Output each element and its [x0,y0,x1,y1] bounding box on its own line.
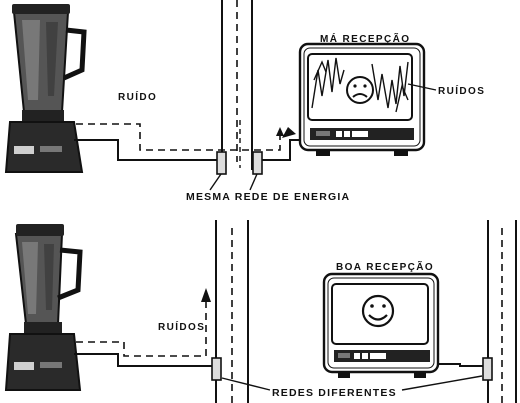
static-noise-icon [311,57,409,113]
tv-noise-label: RUÍDOS [438,84,485,97]
tv-good-reception-title: BOA RECEPÇÃO [336,260,434,273]
tv-bad-reception [298,42,426,156]
bottom-scene: RUÍDOS BOA RECEPÇÃO REDES DIFERENTES [4,220,517,403]
sad-face-icon [346,76,374,104]
tv-bad-reception-title: MÁ RECEPÇÃO [320,32,410,45]
different-networks-label: REDES DIFERENTES [272,387,397,399]
tv-good-reception [322,272,440,378]
top-scene: RUÍDO MÁ RECEPÇÃO RUÍDOS MESMA REDE DE E… [4,0,485,203]
top-noise-label: RUÍDO [118,90,157,103]
same-network-label: MESMA REDE DE ENERGIA [186,191,350,203]
bottom-noise-label: RUÍDOS [158,320,205,333]
blender-icon [4,4,87,173]
blender-icon [4,224,83,391]
happy-face-icon [361,294,395,328]
